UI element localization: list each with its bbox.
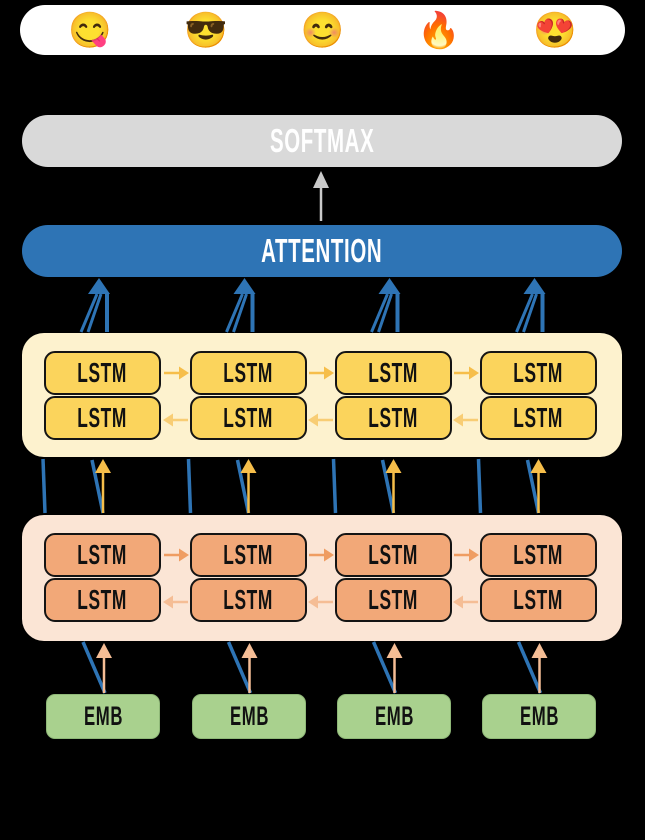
lstm1-forward-cell-3: LSTM [335,533,452,577]
lstm1-forward-cell-4: LSTM [480,533,597,577]
emb-to-lstm1-arrows [96,643,548,693]
lstm2-backward-cell-3: LSTM [335,396,452,440]
embedding-cell-4: EMB [482,694,596,739]
embedding-cell-2: EMB [192,694,306,739]
lstm2-forward-cell-1: LSTM [44,351,161,395]
lstm2-forward-cell-2: LSTM [190,351,307,395]
lstm-label: LSTM [77,584,128,615]
lstm1-forward-cell-1: LSTM [44,533,161,577]
lstm-label: LSTM [223,539,274,570]
emb-label: EMB [229,701,269,731]
skip-lines-mid [41,458,541,514]
lstm-label: LSTM [513,402,564,433]
emb-label: EMB [374,701,414,731]
lstm1-forward-cell-2: LSTM [190,533,307,577]
emoji-fire-icon: 🔥 [417,10,461,50]
lstm2-backward-cell-2: LSTM [190,396,307,440]
lstm1-backward-cell-2: LSTM [190,578,307,622]
lstm-label: LSTM [223,584,274,615]
lstm2-forward-cell-3: LSTM [335,351,452,395]
lstm2-backward-cell-4: LSTM [480,396,597,440]
lstm-label: LSTM [368,539,419,570]
lstm-label: LSTM [77,402,128,433]
emoji-smile-icon: 😊 [300,10,345,50]
attention-label: ATTENTION [261,232,383,269]
lstm-label: LSTM [513,539,564,570]
lstm-label: LSTM [513,357,564,388]
lstm1-backward-cell-3: LSTM [335,578,452,622]
embedding-cell-1: EMB [46,694,160,739]
softmax-label: SOFTMAX [269,122,375,159]
lstm-label: LSTM [368,402,419,433]
lstm1-backward-cell-1: LSTM [44,578,161,622]
lstm2-backward-cell-1: LSTM [44,396,161,440]
lstm1-to-lstm2-arrows [95,459,547,513]
bilstm-layer1-container: LSTM LSTM LSTM LSTM LSTM LSTM LSTM LSTM [22,515,622,641]
lstm-label: LSTM [77,357,128,388]
emoji-sunglasses-icon: 😎 [184,10,228,50]
lstm-to-attention-arrows [79,278,546,333]
lstm-label: LSTM [368,357,419,388]
lstm-label: LSTM [513,584,564,615]
skip-lines-bottom [81,641,543,694]
emb-label: EMB [519,701,559,731]
attention-to-softmax-arrow [313,171,329,221]
lstm-label: LSTM [368,584,419,615]
lstm-label: LSTM [223,357,274,388]
embedding-cell-3: EMB [337,694,451,739]
lstm2-forward-cell-4: LSTM [480,351,597,395]
lstm1-backward-cell-4: LSTM [480,578,597,622]
emb-label: EMB [83,701,123,731]
lstm-label: LSTM [77,539,128,570]
bilstm-layer2-container: LSTM LSTM LSTM LSTM LSTM LSTM LSTM LSTM [22,333,622,457]
emoji-hearteyes-icon: 😍 [533,10,577,50]
attention-layer: ATTENTION [22,225,622,277]
emoji-output-bar: 😋 😎 😊 🔥 😍 [20,5,625,55]
lstm-label: LSTM [223,402,274,433]
softmax-layer: SOFTMAX [22,115,622,167]
emoji-yum-icon: 😋 [68,10,112,50]
